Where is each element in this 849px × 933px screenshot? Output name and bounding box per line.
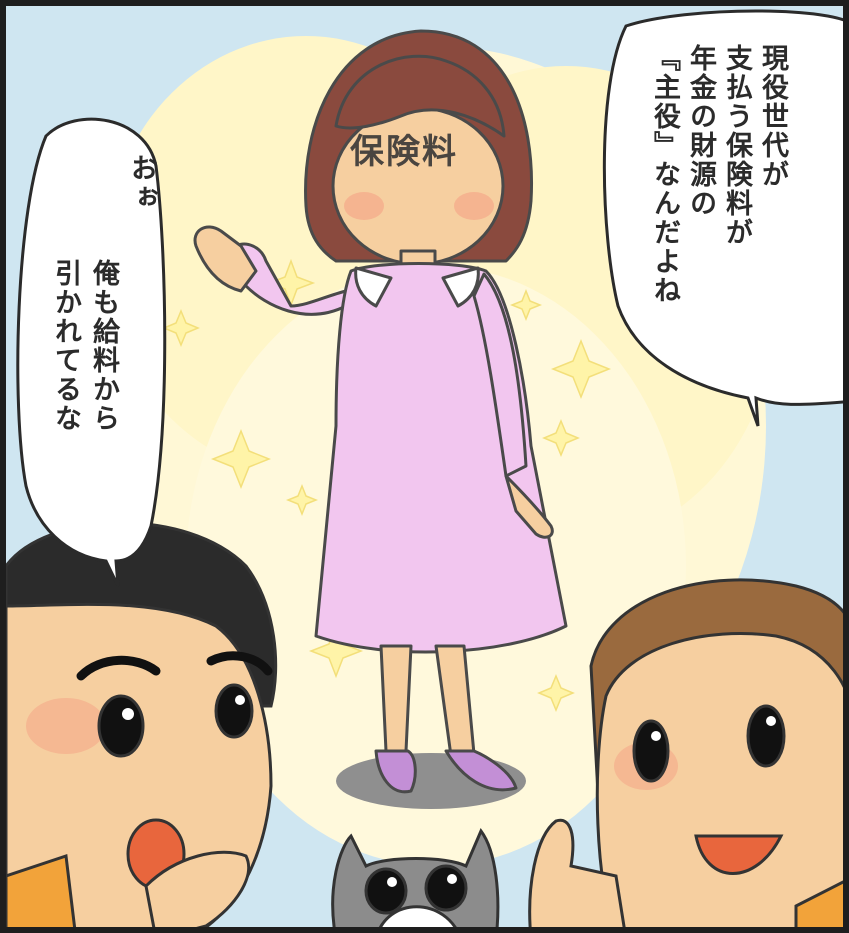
speech-left-line-1: 俺も給料から [88, 259, 119, 433]
speech-bubble-right [602, 9, 843, 427]
woman-right-character [528, 578, 843, 927]
speech-left-line-2: 引かれてるな [50, 259, 81, 433]
speech-right-line-2: 支払う保険料が [721, 44, 752, 247]
speech-text-right: 現役世代が 支払う保険料が 年金の財源の 『主役』なんだよね [646, 44, 790, 384]
speech-right-line-1: 現役世代が [757, 44, 788, 189]
speech-bubble-left [16, 117, 167, 587]
man-character [6, 521, 278, 927]
woman-figure [193, 29, 568, 794]
speech-right-line-4: 『主役』なんだよね [649, 44, 680, 305]
cat-character [331, 828, 500, 927]
comic-illustration [6, 9, 843, 927]
speech-left-exclaim: おぉ [126, 154, 157, 212]
speech-right-line-3: 年金の財源の [685, 44, 716, 218]
sparkle-icons [162, 258, 612, 712]
forehead-label: 保険料 [350, 132, 458, 172]
speech-text-left: おぉ 俺も給料から 引かれてるな [46, 154, 160, 534]
